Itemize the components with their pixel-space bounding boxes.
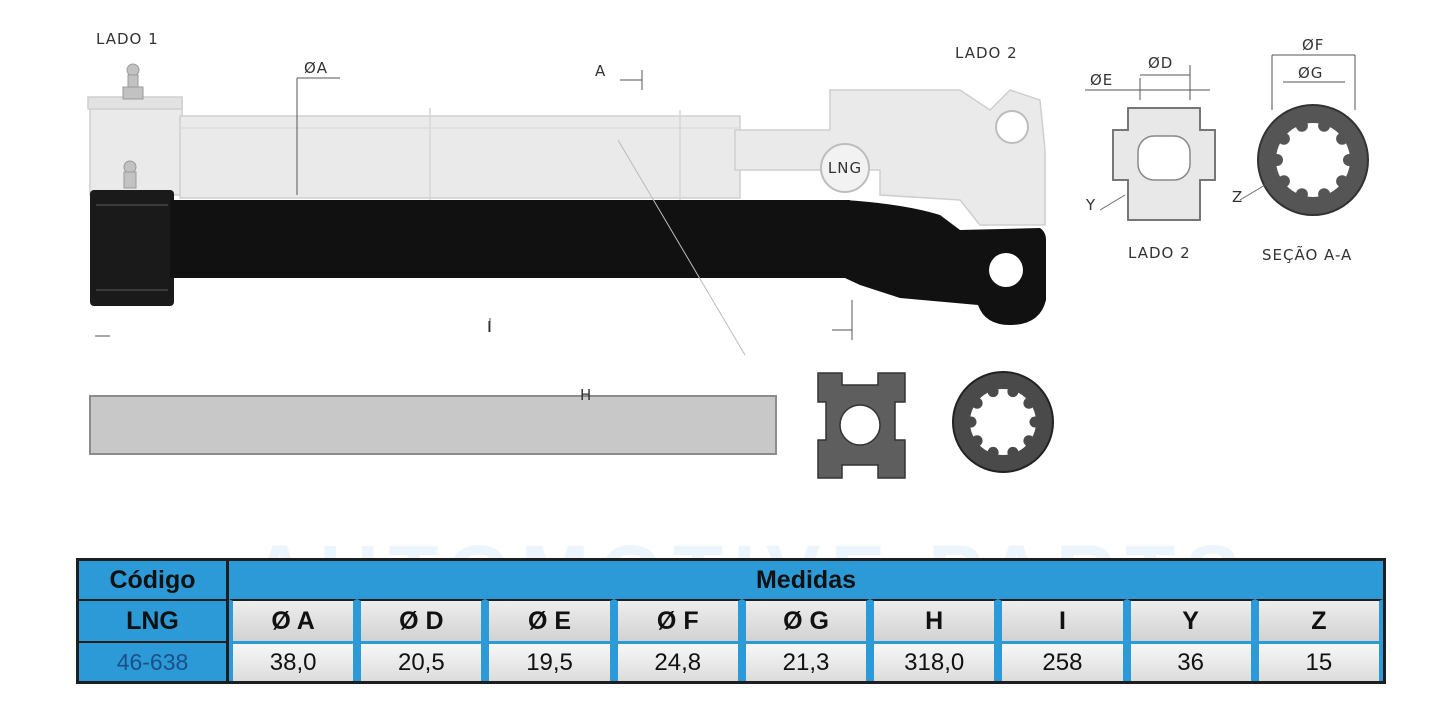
dimension-lines [95,70,853,356]
brand-cell: LNG [79,599,229,641]
col-header-d: Ø D [357,599,486,641]
lado2-view [1085,65,1216,221]
col-header-z: Z [1254,599,1383,641]
spline-tooth [1023,397,1035,409]
value-a: 38,0 [229,641,358,681]
col-header-e: Ø E [485,599,614,641]
dim-a-label: ØA [304,59,328,77]
grease-fitting-top [122,63,144,100]
shaft-eye-hole [989,253,1023,287]
code-header: Código [79,561,229,599]
spline-tooth [1277,132,1290,145]
lado1-label: LADO 1 [96,30,159,48]
spline-tooth [1029,416,1041,428]
col-header-g: Ø G [741,599,871,641]
section-a-a-view [1239,54,1369,216]
spline-tooth [1318,119,1331,132]
dim-y-label: Y [1085,196,1096,214]
spline-tooth [971,397,983,409]
col-header-f: Ø F [613,599,742,641]
shaft-bar [89,395,777,455]
spline-tooth [1023,435,1035,447]
spline-tooth [1336,175,1349,188]
spline-tooth [1271,154,1283,166]
spline-tooth [971,435,983,447]
spline-tooth [1336,132,1349,145]
dim-i-label: I [487,318,492,336]
dim-z-label: Z [1232,188,1243,206]
lng-logo-text: LNG [828,159,862,177]
ghost-eye-hole [995,110,1029,144]
spline-tooth [987,446,999,458]
spline-tooth [1295,188,1308,201]
dim-h-label: H [580,386,592,404]
value-d: 20,5 [357,641,486,681]
spline-tooth [1318,188,1331,201]
col-header-y: Y [1126,599,1255,641]
spline-tooth [965,416,977,428]
lado2-top-label: LADO 2 [955,44,1018,62]
spline-tooth [1343,154,1355,166]
spec-table: Código Medidas LNG Ø A Ø D Ø E Ø F Ø G H… [76,558,1386,684]
value-h: 318,0 [870,641,999,681]
value-y: 36 [1126,641,1255,681]
section-marker-label: A [595,62,606,80]
value-e: 19,5 [485,641,614,681]
col-header-i: I [998,599,1127,641]
value-z: 15 [1254,641,1383,681]
value-i: 258 [998,641,1127,681]
spline-tooth [1277,175,1290,188]
part-code-cell: 46-638 [79,641,229,681]
col-header-a: Ø A [229,599,358,641]
splined-section-part [952,371,1054,473]
lado2-view-label: LADO 2 [1128,244,1191,262]
spline-tooth [1007,386,1019,398]
technical-drawing: LNG [87,30,1369,479]
dim-d-label: ØD [1148,54,1173,72]
ghost-shaft-assembly [87,89,1046,226]
value-g: 21,3 [741,641,871,681]
steering-shaft [90,190,1046,325]
measures-header: Medidas [229,561,1383,599]
spline-tooth [987,386,999,398]
col-header-h: H [870,599,999,641]
dim-f-label: ØF [1302,36,1324,54]
dim-e-label: ØE [1090,71,1113,89]
secao-label: SEÇÃO A-A [1262,245,1352,264]
lng-logo-emblem: LNG [820,143,870,193]
value-f: 24,8 [613,641,742,681]
flange-bore [839,404,881,446]
dim-g-label: ØG [1298,64,1323,82]
spline-tooth [1295,119,1308,132]
grease-fitting-lower [123,160,137,189]
spline-tooth [1007,446,1019,458]
